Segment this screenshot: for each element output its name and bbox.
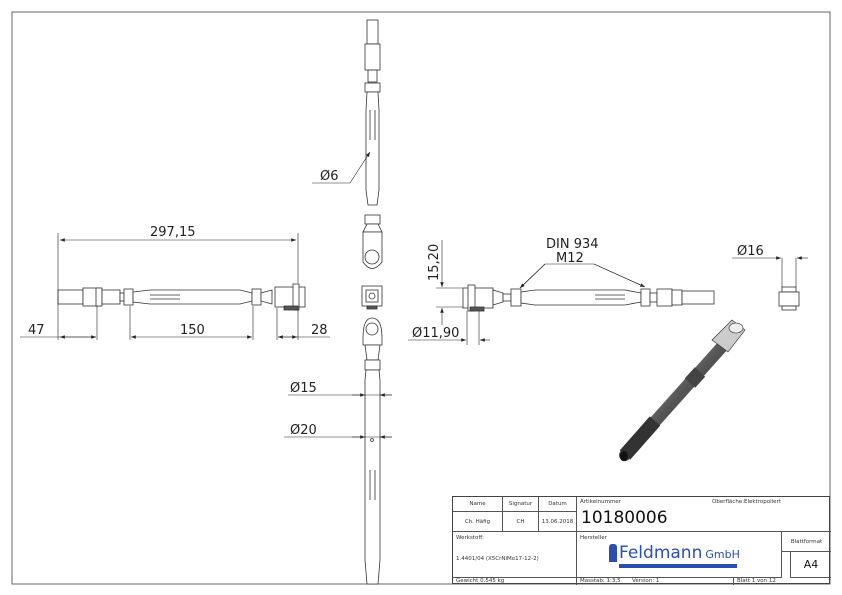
scale-version-cell: Masstab: 1:3,5 Version: 1 xyxy=(577,578,734,585)
surface-label: Oberfläche: xyxy=(712,499,745,505)
dim-end-diameter: Ø16 xyxy=(737,244,764,259)
date-label: Datum xyxy=(539,497,577,512)
dim-right-end: 28 xyxy=(311,323,328,338)
dimensions-left xyxy=(20,233,330,340)
material-value: 1.4401/04 (X5CrNiMo17-12-2) xyxy=(456,556,539,562)
sheet-number: Blatt 1 von 12 xyxy=(737,578,776,584)
version: Version: 1 xyxy=(632,578,660,584)
isometric-view xyxy=(619,319,746,462)
logo-suffix: GmbH xyxy=(705,548,740,561)
dim-clevis-diameter: Ø11,90 xyxy=(412,326,459,341)
drawing-frame xyxy=(11,11,831,585)
top-view-vertical xyxy=(361,19,383,585)
signature-value: CH xyxy=(503,512,539,532)
dim-overall-length: 297,15 xyxy=(150,225,196,240)
nut-spec-line2: M12 xyxy=(556,251,584,266)
dim-diameter-15: Ø15 xyxy=(290,381,317,396)
dim-left-end: 47 xyxy=(28,323,45,338)
feldmann-logo: Feldmann GmbH xyxy=(609,544,740,562)
logo-figure-icon xyxy=(609,544,617,562)
sheet-format-label: Blattformat xyxy=(782,532,831,552)
signature-label: Signatur xyxy=(503,497,539,512)
sheet-format-value: A4 xyxy=(790,552,831,578)
article-label: Artikelnummer xyxy=(580,499,621,505)
weight: Gewicht 0,545 kg xyxy=(453,578,577,585)
title-block: Name Signatur Datum Ch. Häfig CH 13.06.2… xyxy=(452,496,831,585)
article-cell: Artikelnummer 10180006 Oberfläche: Elekt… xyxy=(577,497,831,532)
dim-hole-diameter: Ø6 xyxy=(320,169,339,184)
material-cell: Werkstoff: 1.4401/04 (X5CrNiMo17-12-2) xyxy=(453,532,577,578)
dim-middle: 150 xyxy=(180,323,205,338)
manufacturer-cell: Hersteller Feldmann GmbH xyxy=(577,532,782,578)
front-view-horizontal xyxy=(57,283,306,311)
surface-value: Elektropoliert xyxy=(744,499,781,505)
name-value: Ch. Häfig xyxy=(453,512,503,532)
article-number: 10180006 xyxy=(581,508,668,528)
dim-height: 15,20 xyxy=(427,244,442,281)
logo-name: Feldmann xyxy=(619,543,703,563)
logo-bar xyxy=(619,564,737,568)
nut-spec-line1: DIN 934 xyxy=(546,237,599,252)
material-label: Werkstoff: xyxy=(456,535,484,541)
manufacturer-label: Hersteller xyxy=(580,535,607,541)
dimensions-right xyxy=(408,240,808,345)
dim-diameter-20: Ø20 xyxy=(290,423,317,438)
scale: Masstab: 1:3,5 xyxy=(580,578,621,584)
name-label: Name xyxy=(453,497,503,512)
end-view xyxy=(778,286,800,311)
date-value: 13.06.2018 xyxy=(539,512,577,532)
dimensions-vertical xyxy=(284,151,392,439)
side-view-horizontal xyxy=(462,284,715,312)
